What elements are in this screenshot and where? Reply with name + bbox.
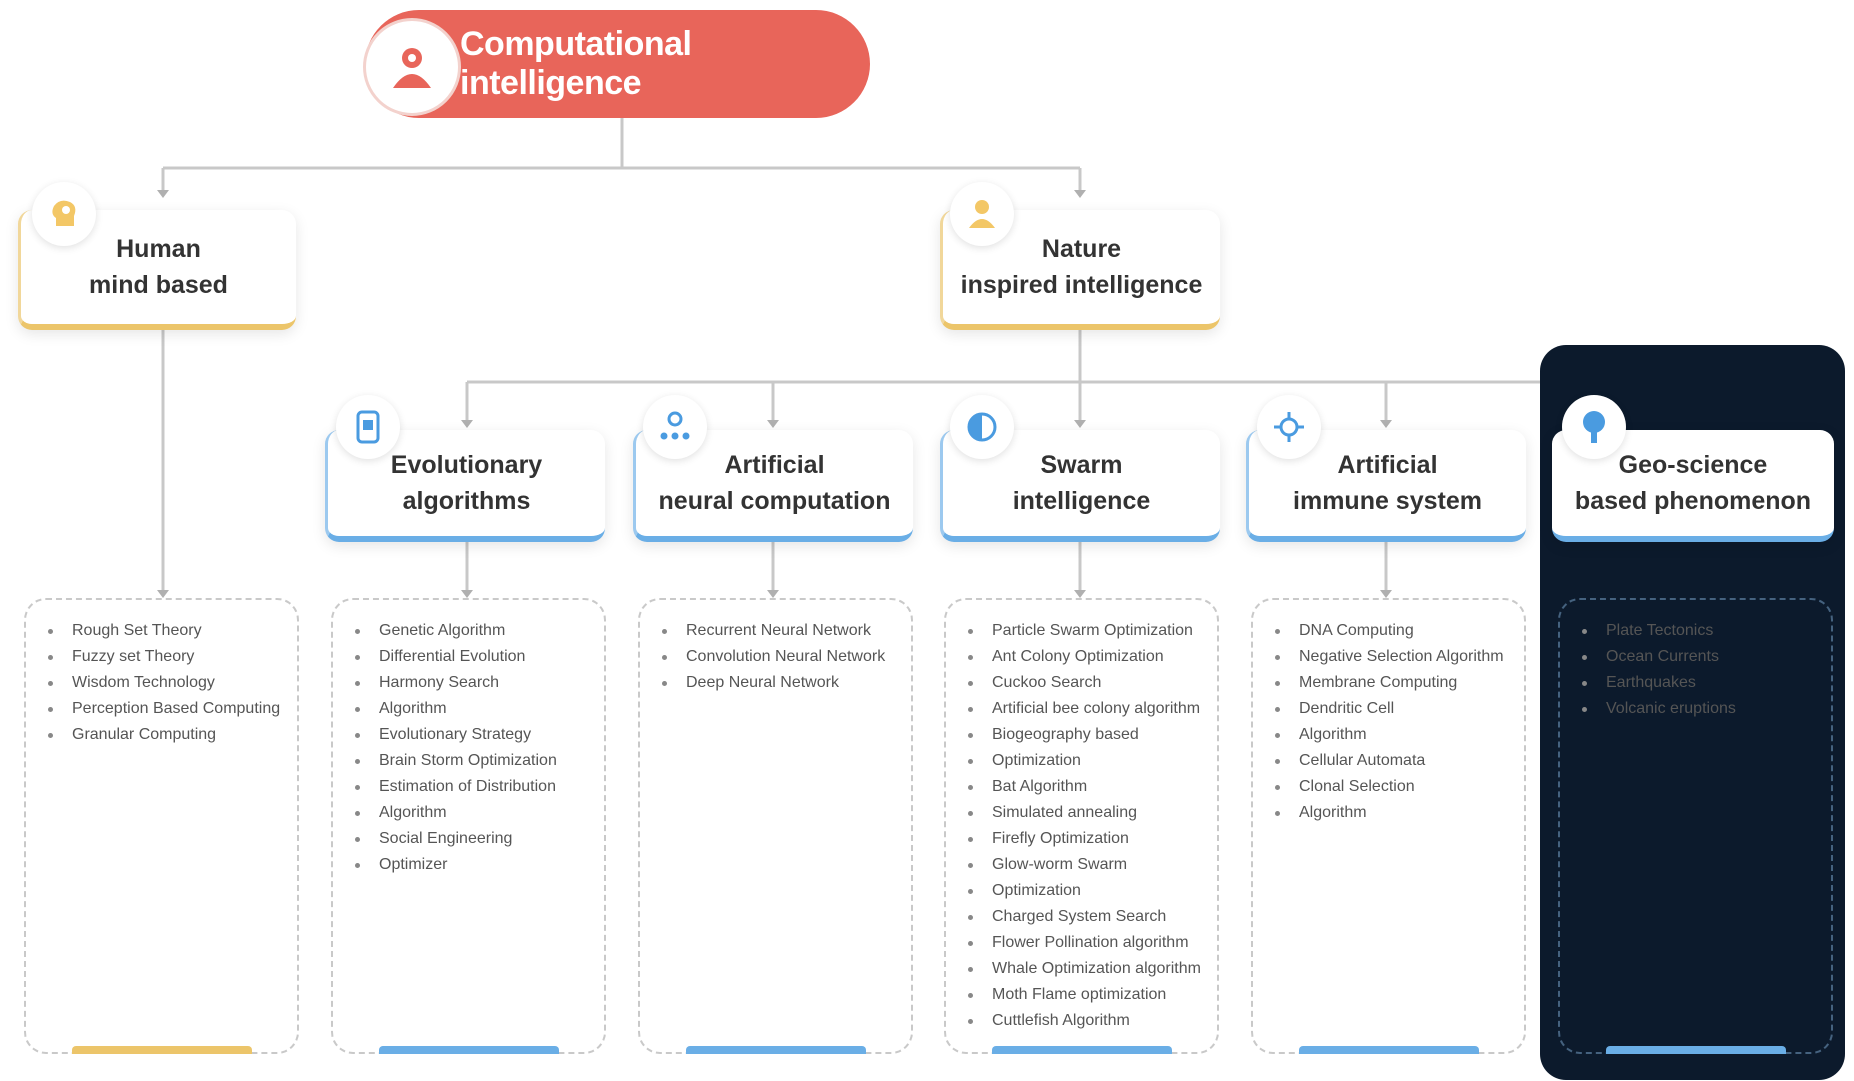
list-item: Dendritic Cell <box>1271 696 1514 722</box>
list-item: Plate Tectonics <box>1578 618 1821 644</box>
tree-icon <box>1562 395 1626 459</box>
human-mind-card: Human mind based <box>18 210 296 330</box>
swarm-label: Swarm intelligence <box>1012 451 1151 515</box>
geo-science-label: Geo-science based phenomenon <box>1574 451 1812 515</box>
network-icon <box>643 395 707 459</box>
half-circle-icon <box>950 395 1014 459</box>
list-item: Optimizer <box>351 852 594 878</box>
phone-grid-icon <box>336 395 400 459</box>
root-title: Computational intelligence <box>460 25 692 102</box>
list-item: Particle Swarm Optimization <box>964 618 1207 644</box>
list-item: Whale Optimization algorithm <box>964 956 1207 982</box>
person-group-icon <box>363 18 461 116</box>
list-item: Ocean Currents <box>1578 644 1821 670</box>
list-item: Cellular Automata <box>1271 748 1514 774</box>
virus-icon <box>1257 395 1321 459</box>
root-node: Computational intelligence <box>363 10 870 118</box>
list-item: Optimization <box>964 748 1207 774</box>
list-item: Moth Flame optimization <box>964 982 1207 1008</box>
list-item: Flower Pollination algorithm <box>964 930 1207 956</box>
list-item: Deep Neural Network <box>658 670 901 696</box>
list-item: Convolution Neural Network <box>658 644 901 670</box>
list-item: Clonal Selection <box>1271 774 1514 800</box>
swarm-card: Swarm intelligence <box>940 430 1220 542</box>
list-item: Algorithm <box>351 696 594 722</box>
accent-bar <box>71 1046 252 1054</box>
list-item: Granular Computing <box>44 722 287 748</box>
nature-inspired-label: Nature inspired intelligence <box>960 235 1203 299</box>
list-item: Volcanic eruptions <box>1578 696 1821 722</box>
list-item: Fuzzy set Theory <box>44 644 287 670</box>
list-item: DNA Computing <box>1271 618 1514 644</box>
evolutionary-card: Evolutionary algorithms <box>325 430 605 542</box>
list-item: Simulated annealing <box>964 800 1207 826</box>
list-item: Glow-worm Swarm <box>964 852 1207 878</box>
list-item: Genetic Algorithm <box>351 618 594 644</box>
list-item: Algorithm <box>351 800 594 826</box>
list-item: Ant Colony Optimization <box>964 644 1207 670</box>
list-item: Algorithm <box>1271 722 1514 748</box>
accent-bar <box>1298 1046 1479 1054</box>
list-item: Cuttlefish Algorithm <box>964 1008 1207 1034</box>
list-item: Membrane Computing <box>1271 670 1514 696</box>
list-item: Rough Set Theory <box>44 618 287 644</box>
list-item: Bat Algorithm <box>964 774 1207 800</box>
list-item: Social Engineering <box>351 826 594 852</box>
list-item: Cuckoo Search <box>964 670 1207 696</box>
neural-computation-label: Artificial neural computation <box>658 451 891 515</box>
list-item: Firefly Optimization <box>964 826 1207 852</box>
accent-bar <box>1605 1046 1786 1054</box>
list-item: Earthquakes <box>1578 670 1821 696</box>
list-item: Optimization <box>964 878 1207 904</box>
accent-bar <box>991 1046 1172 1054</box>
list-item: Brain Storm Optimization <box>351 748 594 774</box>
list-item: Estimation of Distribution <box>351 774 594 800</box>
brain-head-icon <box>32 182 96 246</box>
human-mind-label: Human mind based <box>89 235 228 299</box>
list-item: Evolutionary Strategy <box>351 722 594 748</box>
list-item: Negative Selection Algorithm <box>1271 644 1514 670</box>
nature-inspired-card: Nature inspired intelligence <box>940 210 1220 330</box>
list-item: Algorithm <box>1271 800 1514 826</box>
list-item: Wisdom Technology <box>44 670 287 696</box>
evolutionary-label: Evolutionary algorithms <box>390 451 543 515</box>
list-item: Biogeography based <box>964 722 1207 748</box>
person-icon <box>950 182 1014 246</box>
list-item: Perception Based Computing <box>44 696 287 722</box>
list-item: Charged System Search <box>964 904 1207 930</box>
accent-bar <box>378 1046 559 1054</box>
list-item: Differential Evolution <box>351 644 594 670</box>
immune-system-label: Artificial immune system <box>1293 451 1482 515</box>
list-item: Harmony Search <box>351 670 594 696</box>
accent-bar <box>685 1046 866 1054</box>
list-item: Recurrent Neural Network <box>658 618 901 644</box>
list-item: Artificial bee colony algorithm <box>964 696 1207 722</box>
